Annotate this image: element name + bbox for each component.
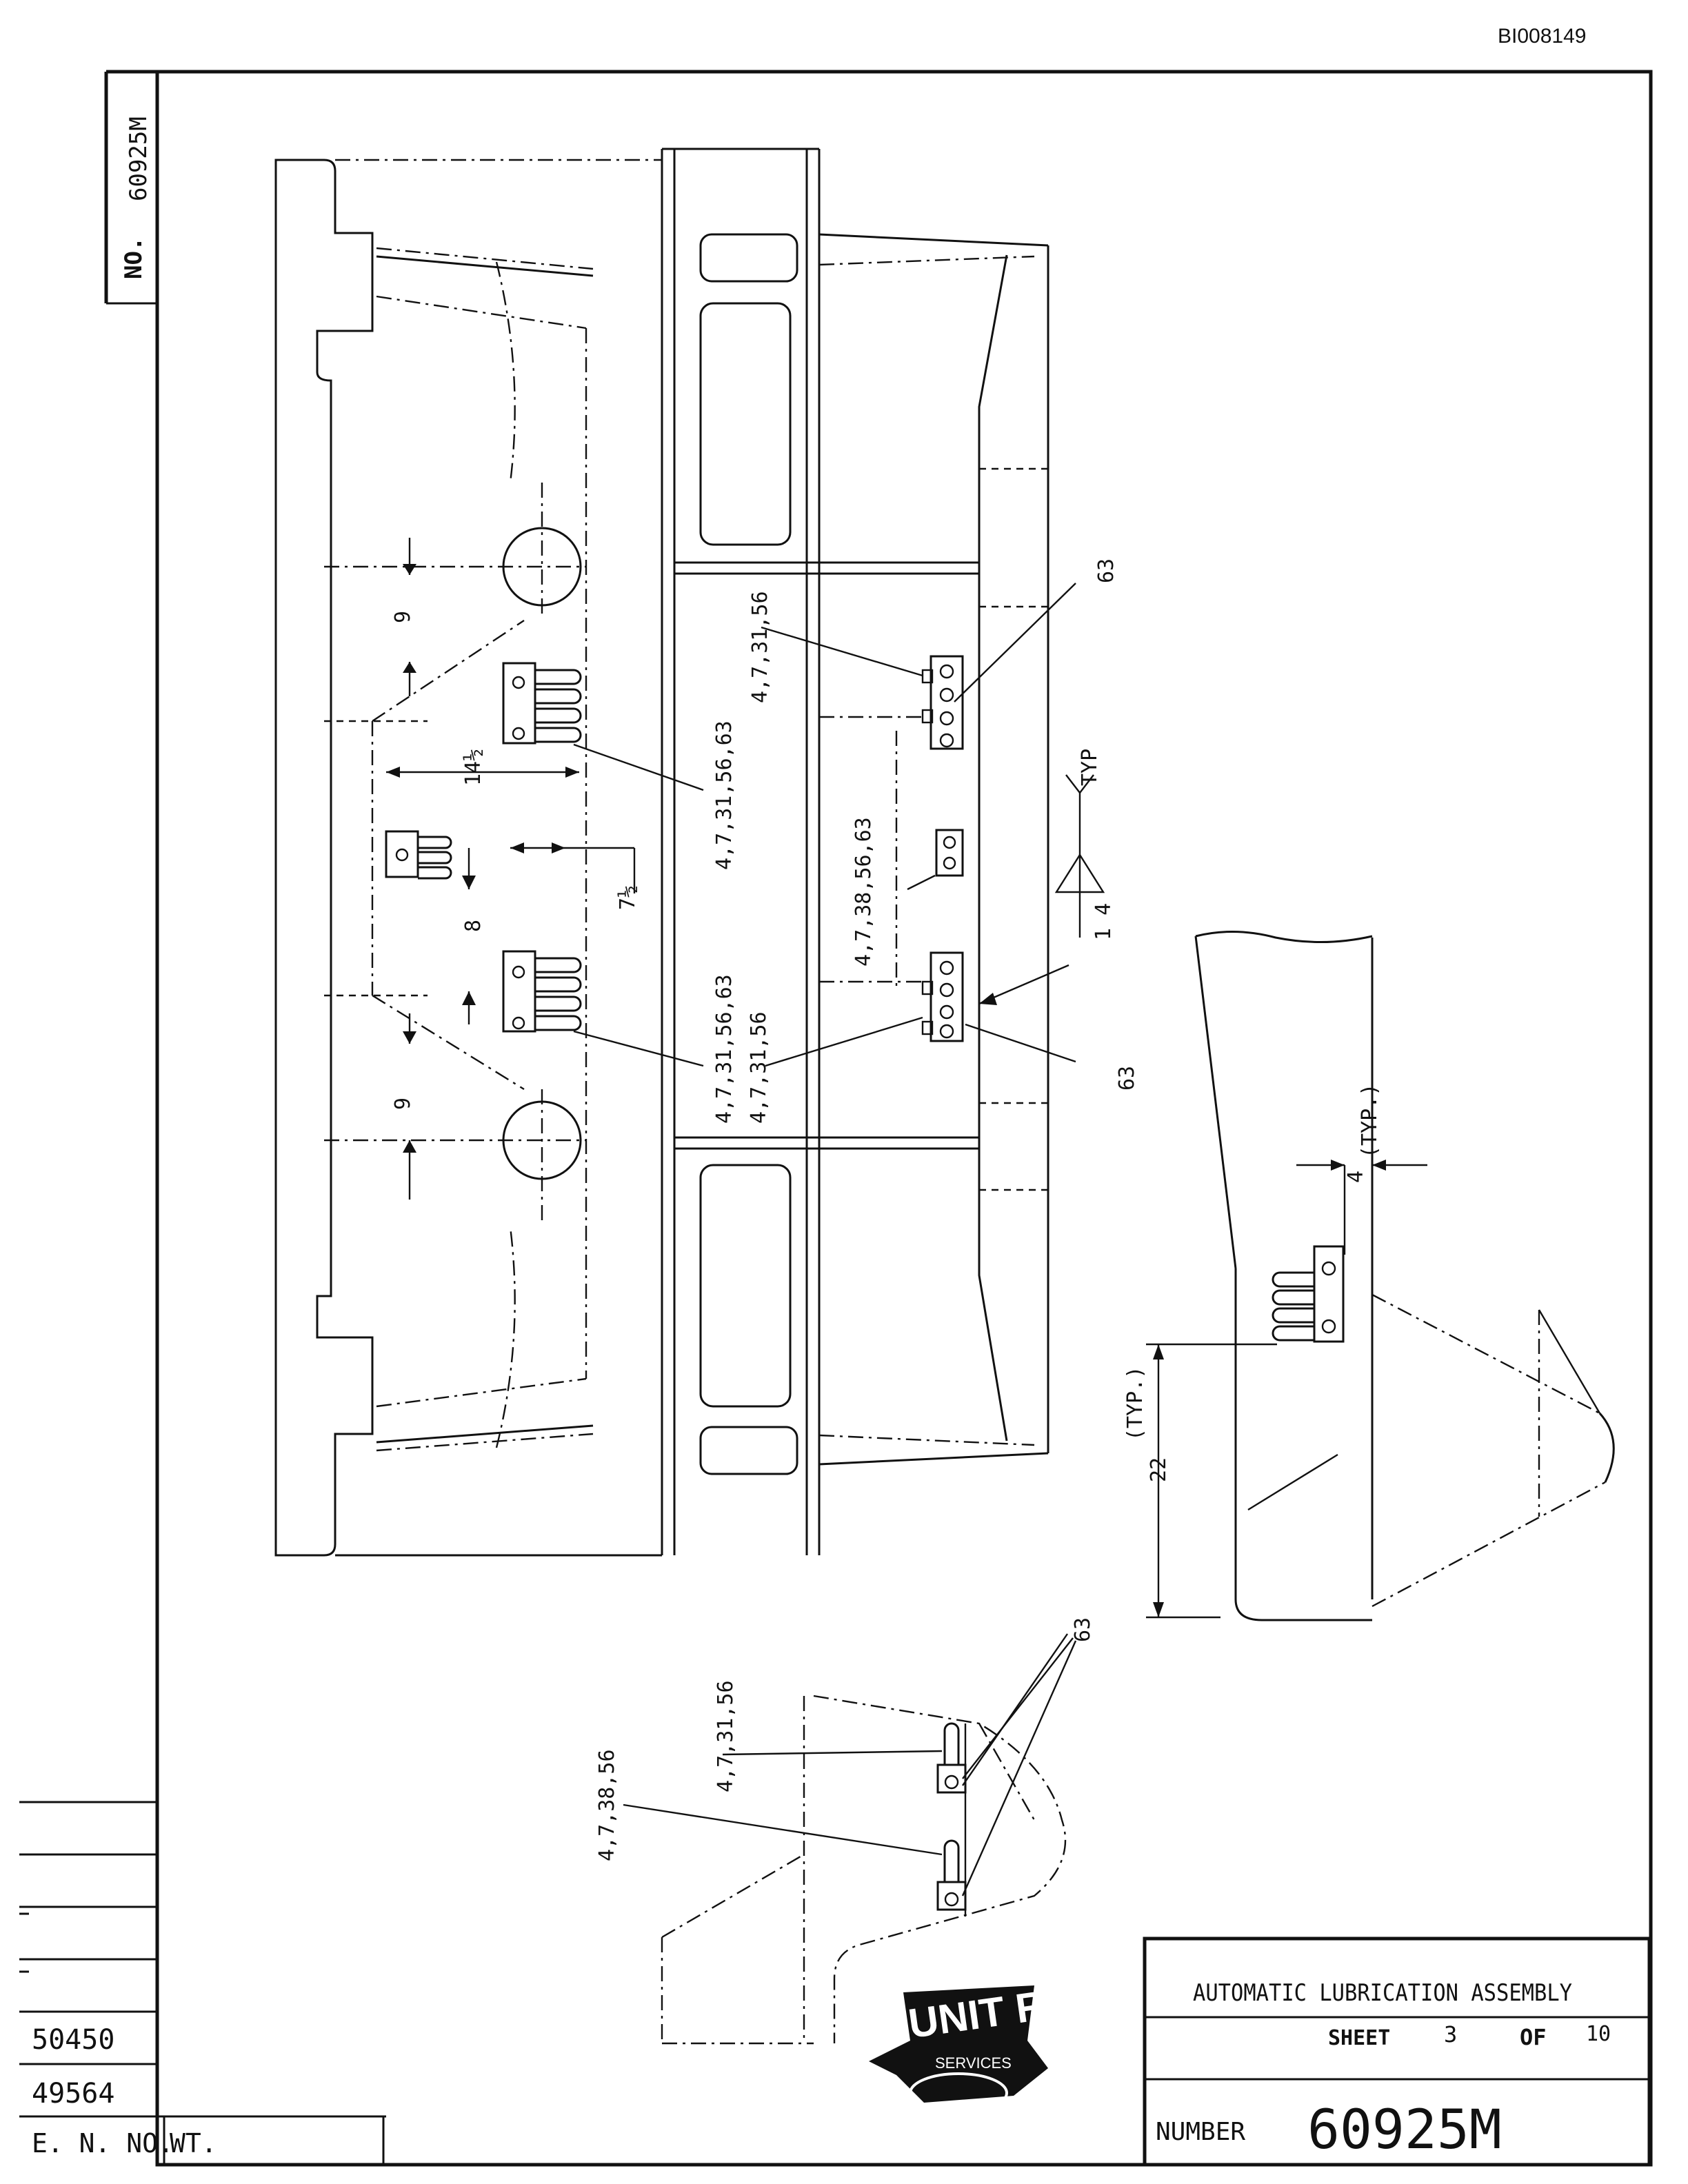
logo-subtext: SERVICES: [935, 2054, 1012, 2072]
sheet-total: 10: [1586, 2022, 1611, 2046]
sheet-number: 3: [1444, 2021, 1457, 2048]
callout-c1: 4,7,31,56: [748, 591, 772, 703]
callout-ref63-b: 63: [1115, 1066, 1139, 1091]
title-block: AUTOMATIC LUBRICATION ASSEMBLY SHEET 3 O…: [1143, 1937, 1651, 2167]
dim-9-bottom: 9: [391, 1098, 415, 1110]
revision-row-2: 49564: [32, 2078, 114, 2110]
revision-row-1: 50450: [32, 2024, 114, 2056]
wt-label: WT.: [170, 2128, 217, 2158]
detail-side-view: [1146, 930, 1615, 1621]
dim-14: 14½: [461, 749, 485, 786]
callout-c4: 4,7,31,56,63: [712, 974, 736, 1124]
dim-7: 7½: [616, 885, 640, 910]
document-id: BI008149: [1498, 25, 1587, 48]
sheet-border: [104, 70, 1653, 2167]
dim-4-typ: (TYP.): [1358, 1084, 1382, 1158]
side-tab-number: 60925M: [125, 117, 152, 201]
number-label: NUMBER: [1156, 2118, 1245, 2146]
of-label: OF: [1520, 2024, 1547, 2050]
unit-rig-logo: UNIT RIG SERVICES: [869, 1976, 1092, 2114]
dim-8: 8: [461, 920, 485, 932]
callout-c6: 4,7,31,56: [714, 1680, 738, 1792]
callout-ref63-c: 63: [1071, 1617, 1095, 1642]
callout-c2: 4,7,31,56,63: [712, 720, 736, 870]
callout-ref63-a: 63: [1094, 558, 1118, 583]
callouts: 4,7,31,56 4,7,31,56,63 4,7,38,56,63 4,7,…: [391, 558, 1382, 1861]
side-tab-no-label: NO.: [120, 237, 148, 279]
weld-typ: TYP: [1078, 749, 1102, 786]
dim-9-top: 9: [391, 611, 415, 623]
dim-22-typ: (TYP.): [1123, 1366, 1147, 1441]
dim-4: 4: [1344, 1171, 1368, 1183]
drawing-number: 60925M: [1307, 2099, 1502, 2161]
callout-c3: 4,7,38,56,63: [852, 817, 876, 967]
dim-22: 22: [1147, 1457, 1171, 1482]
sheet-label: SHEET: [1328, 2026, 1390, 2050]
revision-block: 50450 49564 E. N. NO. WT.: [19, 1801, 386, 2165]
callout-c7: 4,7,38,56: [595, 1749, 619, 1861]
weld-size: 1 4: [1092, 903, 1116, 940]
drawing-title: AUTOMATIC LUBRICATION ASSEMBLY: [1193, 1979, 1572, 2007]
callout-c5: 4,7,31,56: [747, 1011, 771, 1124]
frame-plan-view: [274, 148, 1105, 1557]
side-tab: NO. 60925M: [120, 117, 152, 279]
detail-lower-view: [623, 1633, 1077, 2045]
en-no-label: E. N. NO.: [32, 2128, 174, 2158]
